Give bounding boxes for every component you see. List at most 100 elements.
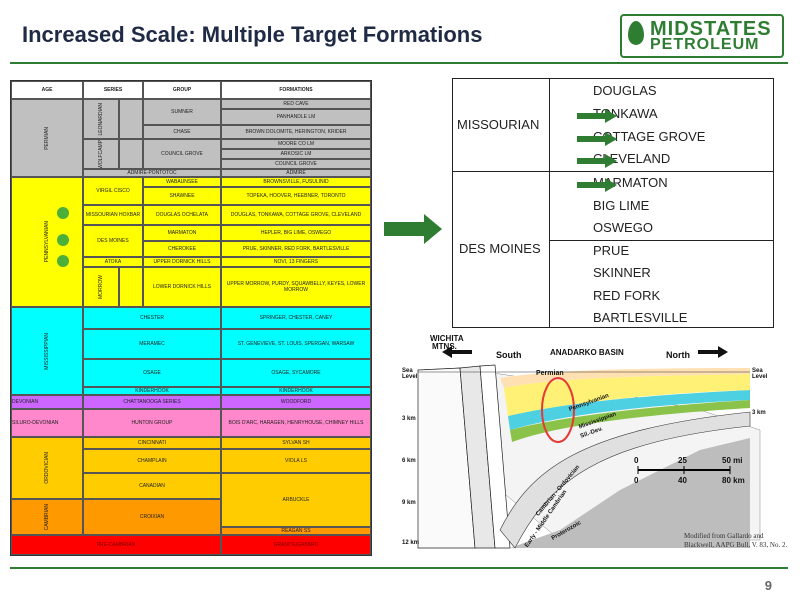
formation-red-cave: RED CAVE [221, 99, 371, 109]
series-champlain: CHAMPLAIN [83, 449, 221, 473]
scale-km-label: 0 [634, 476, 639, 485]
big-right-arrow-icon [384, 214, 442, 244]
series-des-moines: DES MOINES [83, 225, 143, 257]
formation-item: OSWEGO [593, 220, 653, 235]
formation-sylvan: SYLVAN SH [221, 437, 371, 449]
formation-st-genevieve: ST. GENEVIEVE, ST. LOUIS, SPERGAN, WARSA… [221, 329, 371, 359]
header-rule [10, 62, 788, 64]
target-dot-missourian [57, 207, 69, 219]
scale-km-label: 80 km [722, 476, 745, 485]
formation-item: BARTLESVILLE [593, 310, 688, 325]
group-council-grove: COUNCIL GROVE [143, 139, 221, 169]
cross-section-drawing [417, 346, 761, 549]
series-morrow: MORROW [83, 267, 119, 307]
series-kinderhook: KINDERHOOK [83, 387, 221, 395]
formation-granite: GRANITE/GABBRO [221, 535, 371, 555]
depth-label: 6 km [402, 458, 416, 464]
target-arrow-icon [577, 132, 617, 146]
age-pennsylvanian: PENNSYLVANIAN [11, 177, 83, 307]
figure-caption: Modified from Gallardo and Blackwell, AA… [684, 532, 788, 549]
formation-item: COTTAGE GROVE [593, 129, 706, 144]
formation-douglas: DOUGLAS, TONKAWA, COTTAGE GROVE, CLEVELA… [221, 205, 371, 225]
target-dot-marmaton [57, 234, 69, 246]
depth-label: 12 km [402, 540, 420, 546]
wichita-label: WICHITA [430, 334, 464, 343]
formation-kinderhook: KINDERHOOK [221, 387, 371, 395]
formation-moore-co: MOORE CO LM [221, 139, 371, 149]
formation-admire: ADMIRE [221, 169, 371, 177]
target-arrow-icon [577, 109, 617, 123]
series-meramec: MERAMEC [83, 329, 221, 359]
company-logo: MIDSTATES PETROLEUM [620, 14, 784, 58]
scale-mi-label: 0 [634, 456, 639, 465]
formation-item: DOUGLAS [593, 83, 657, 98]
formation-brownsville: BROWNSVILLE, FUSULINID [221, 177, 371, 187]
south-label: South [496, 350, 522, 360]
page-number: 9 [764, 578, 772, 593]
group-shawnee: SHAWNEE [143, 187, 221, 205]
group-douglas: DOUGLAS OCHELATA [143, 205, 221, 225]
series-cincinnati: CINCINNATI [83, 437, 221, 449]
formation-upper-morrow: UPPER MORROW, PURDY, SQUAWBELLY, KEYES, … [221, 267, 371, 307]
group-admire-pontotoc: ADMIRE-PONTOTOC [83, 169, 221, 177]
scale-km-label: 40 [678, 476, 687, 485]
mtns-label: MTNS. [432, 342, 457, 351]
age-siluro-devonian: SILURO-DEVONIAN [11, 409, 83, 437]
scale-mi-label: 50 mi [722, 456, 743, 465]
logo-line-2: PETROLEUM [650, 36, 760, 53]
footer-rule [10, 567, 788, 569]
header-series: SERIES [83, 81, 143, 99]
formation-viola: VIOLA LS [221, 449, 371, 473]
formation-topeka: TOPEKA, HOOVER, HEEBNER, TORONTO [221, 187, 371, 205]
header-group: GROUP [143, 81, 221, 99]
formation-osage: OSAGE, SYCAMORE [221, 359, 371, 387]
formation-novi: NOVI, 13 FINGERS [221, 257, 371, 267]
header-formations: FORMATIONS [221, 81, 371, 99]
age-precambrian: PRE-CAMBRIAN [11, 535, 221, 555]
des-moines-label: DES MOINES [459, 241, 541, 256]
scale-mi-label: 25 [678, 456, 687, 465]
oil-drop-icon [628, 21, 644, 45]
series-canadian: CANADIAN [83, 473, 221, 499]
depth-label: 9 km [402, 500, 416, 506]
formation-arbuckle: ARBUCKLE [221, 473, 371, 527]
target-dot-cherokee [57, 255, 69, 267]
formation-panhandle: PANHANDLE LM [221, 109, 371, 125]
group-chase: CHASE [143, 125, 221, 139]
series-chester: CHESTER [83, 307, 221, 329]
basin-label: ANADARKO BASIN [550, 348, 624, 357]
formation-springer: SPRINGER, CHESTER, CANEY [221, 307, 371, 329]
header-age: AGE [11, 81, 83, 99]
depth-label-right: 3 km [752, 410, 766, 416]
stratigraphic-column-table: AGE SERIES GROUP FORMATIONS PERMIAN LEON… [10, 80, 372, 556]
age-ordovician: ORDOVICIAN [11, 437, 83, 499]
formation-item: BIG LIME [593, 198, 650, 213]
group-upper-dornick: UPPER DORNICK HILLS [143, 257, 221, 267]
age-permian: PERMIAN [11, 99, 83, 177]
group-wabaunsee: WABAUNSEE [143, 177, 221, 187]
group-lower-dornick: LOWER DORNICK HILLS [143, 267, 221, 307]
series-atoka: ATOKA [83, 257, 143, 267]
formation-bois-darc: BOIS D'ARC, HARAGEN, HENRYHOUSE, CHIMNEY… [221, 409, 371, 437]
series-croixian: CROIXIAN [83, 499, 221, 535]
formation-arkosic: ARKOSIC LM [221, 149, 371, 159]
series-wolfcamp: WOLFCAMP [83, 139, 119, 169]
logo-line-1: MIDSTATES [650, 18, 772, 40]
series-hunton: HUNTON GROUP [83, 409, 221, 437]
formation-item: SKINNER [593, 265, 651, 280]
formation-item: RED FORK [593, 288, 661, 303]
north-label: North [666, 350, 690, 360]
depth-label: 3 km [402, 416, 416, 422]
formation-hepler: HEPLER, BIG LIME, OSWEGO [221, 225, 371, 241]
target-arrow-icon [577, 154, 617, 168]
group-sumner: SUMNER [143, 99, 221, 125]
formation-brown-dolomite: BROWN DOLOMITE, HERINGTON, KRIDER [221, 125, 371, 139]
series-chattanooga: CHATTANOOGA SERIES [83, 395, 221, 409]
formation-council-grove: COUNCIL GROVE [221, 159, 371, 169]
group-cherokee: CHEROKEE [143, 241, 221, 257]
formation-reagan: REAGAN SS [221, 527, 371, 535]
age-devonian: DEVONIAN [11, 395, 83, 409]
target-arrow-icon [577, 178, 617, 192]
